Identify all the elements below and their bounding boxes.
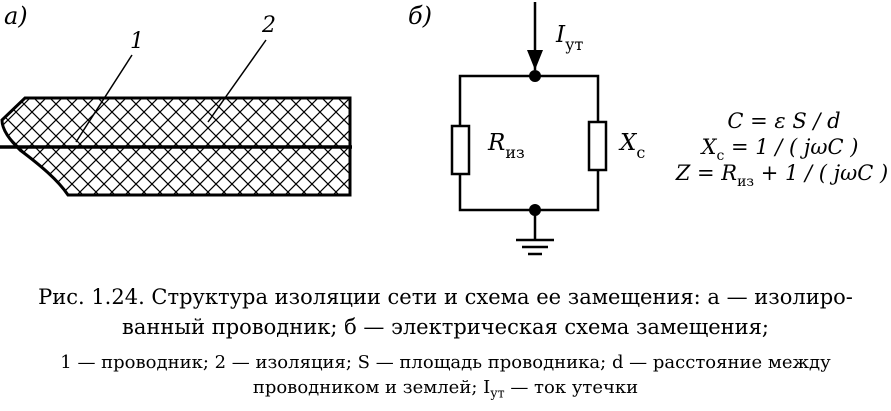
formulas-block: C = ε S / d Xc = 1 / ( jωC ) Z = Rиз + 1… — [675, 109, 889, 190]
caption-line-4: проводником и землей; Iут — ток утечки — [252, 377, 639, 401]
caption-line-3: 1 — проводник; 2 — изоляция; S — площадь… — [60, 352, 831, 373]
formula-reactance: Xc = 1 / ( jωC ) — [700, 135, 859, 164]
caption-line-2: ванный проводник; б — электрическая схем… — [122, 315, 769, 339]
current-arrow-icon — [527, 50, 543, 70]
current-label: Iут — [555, 22, 584, 54]
circuit-wires — [458, 74, 600, 126]
callout-2-leader — [207, 39, 267, 123]
figure-caption-legend: 1 — проводник; 2 — изоляция; S — площадь… — [0, 350, 891, 406]
callout-1-number: 1 — [130, 29, 144, 54]
figure-caption-title: Рис. 1.24. Структура изоляции сети и схе… — [0, 282, 891, 342]
equivalent-circuit: б) Iут Rиз Xc — [408, 2, 645, 256]
resistor-label: Rиз — [487, 130, 525, 162]
panel-a-label: а) — [4, 2, 28, 30]
insulated-conductor-drawing: а) 1 2 — [0, 2, 352, 197]
figure-canvas: а) 1 2 б) Iут Rиз Xc C = ε S / d Xc = 1 … — [0, 2, 889, 256]
panel-b-label: б) — [408, 2, 432, 30]
circuit-wires-bottom — [458, 170, 600, 212]
capacitance-symbol — [587, 120, 608, 172]
formula-impedance: Z = Rиз + 1 / ( jωC ) — [675, 161, 889, 190]
caption-line-1: Рис. 1.24. Структура изоляции сети и схе… — [38, 285, 853, 309]
callout-2-number: 2 — [261, 13, 276, 38]
callout-1-leader — [75, 54, 133, 143]
reactance-label: Xc — [618, 130, 645, 162]
resistor-symbol — [450, 124, 471, 176]
formula-capacitance: C = ε S / d — [727, 109, 840, 133]
ground-icon — [516, 238, 554, 256]
